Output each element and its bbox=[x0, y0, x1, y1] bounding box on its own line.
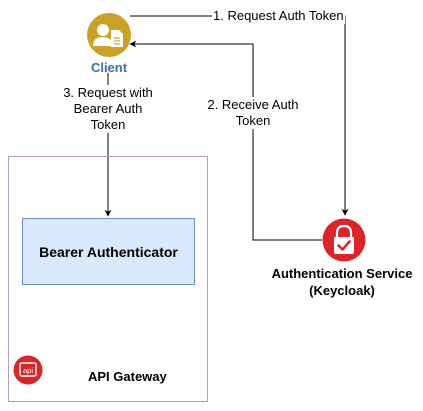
edge-label-line: 2. Receive Auth bbox=[207, 97, 299, 112]
user-document-icon bbox=[87, 13, 131, 57]
client-label: Client bbox=[90, 60, 128, 75]
auth-service-node[interactable] bbox=[322, 218, 366, 262]
client-node[interactable] bbox=[86, 12, 132, 58]
edge-label-line: 3. Request with bbox=[63, 85, 153, 100]
auth-service-label-line: (Keycloak) bbox=[309, 283, 375, 298]
api-gateway-icon-wrap: api bbox=[13, 355, 43, 385]
edge-label-receive-auth-token: 2. Receive Auth Token bbox=[202, 97, 304, 129]
edge-label-request-auth-token: 1. Request Auth Token bbox=[212, 8, 345, 24]
edge-label-line: Token bbox=[235, 113, 271, 128]
edge-label-line: Bearer Auth bbox=[73, 101, 143, 116]
api-gateway-label: API Gateway bbox=[88, 369, 167, 384]
api-gateway-container[interactable] bbox=[8, 156, 208, 402]
auth-service-label-line: Authentication Service bbox=[271, 266, 413, 281]
bearer-authenticator-label: Bearer Authenticator bbox=[39, 243, 178, 260]
edge-label-line: Token bbox=[90, 117, 126, 132]
api-icon-text: api bbox=[23, 366, 33, 375]
edge-receive-auth-token bbox=[129, 40, 322, 241]
auth-service-label: Authentication Service (Keycloak) bbox=[262, 265, 422, 299]
lock-check-icon bbox=[322, 218, 366, 262]
edge-label-request-with-bearer: 3. Request with Bearer Auth Token bbox=[58, 85, 158, 133]
edge-request-auth-token bbox=[130, 15, 349, 216]
api-icon: api bbox=[13, 355, 43, 385]
bearer-authenticator-box[interactable]: Bearer Authenticator bbox=[22, 218, 195, 285]
